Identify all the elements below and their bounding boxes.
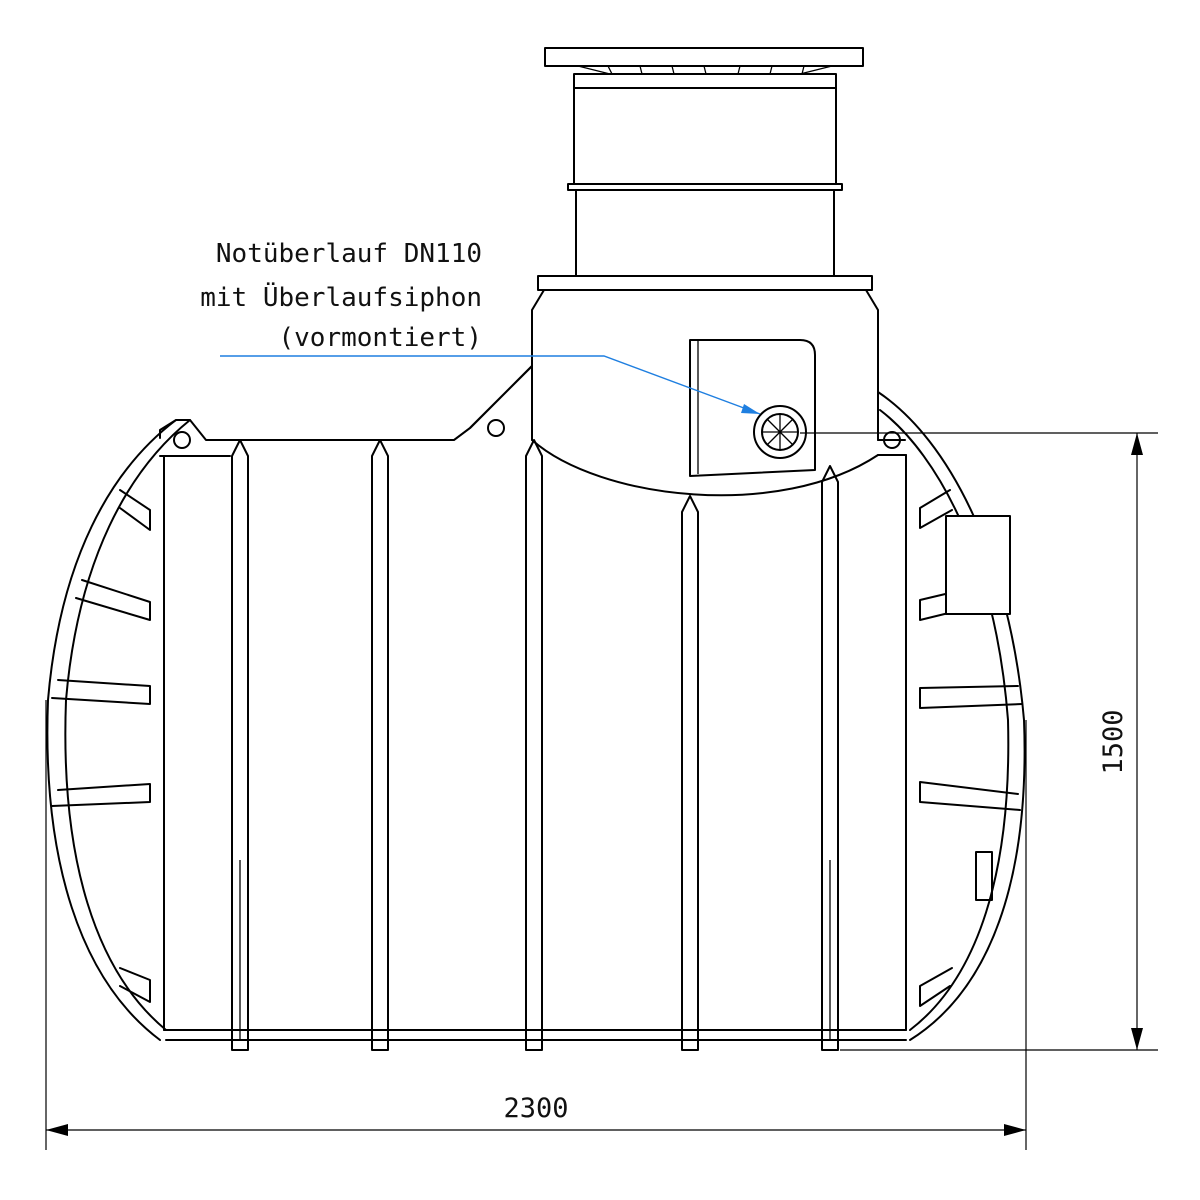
siphon-port-icon bbox=[753, 405, 807, 459]
annotation-leader-line bbox=[220, 355, 761, 415]
annotation-line-2: mit Überlaufsiphon bbox=[200, 281, 482, 313]
leader-arrowhead bbox=[741, 404, 760, 414]
access-shaft bbox=[531, 47, 879, 477]
width-dimension: 2300 bbox=[45, 700, 1027, 1150]
annotation-line-3: (vormontiert) bbox=[279, 323, 483, 353]
height-dimension: 1500 bbox=[800, 432, 1158, 1051]
overflow-annotation: Notüberlauf DN110 mit Überlaufsiphon (vo… bbox=[200, 239, 761, 415]
width-dimension-label: 2300 bbox=[503, 1093, 568, 1124]
annotation-line-1: Notüberlauf DN110 bbox=[216, 239, 482, 269]
tank-body bbox=[46, 365, 1026, 1051]
height-dimension-label: 1500 bbox=[1098, 709, 1129, 774]
